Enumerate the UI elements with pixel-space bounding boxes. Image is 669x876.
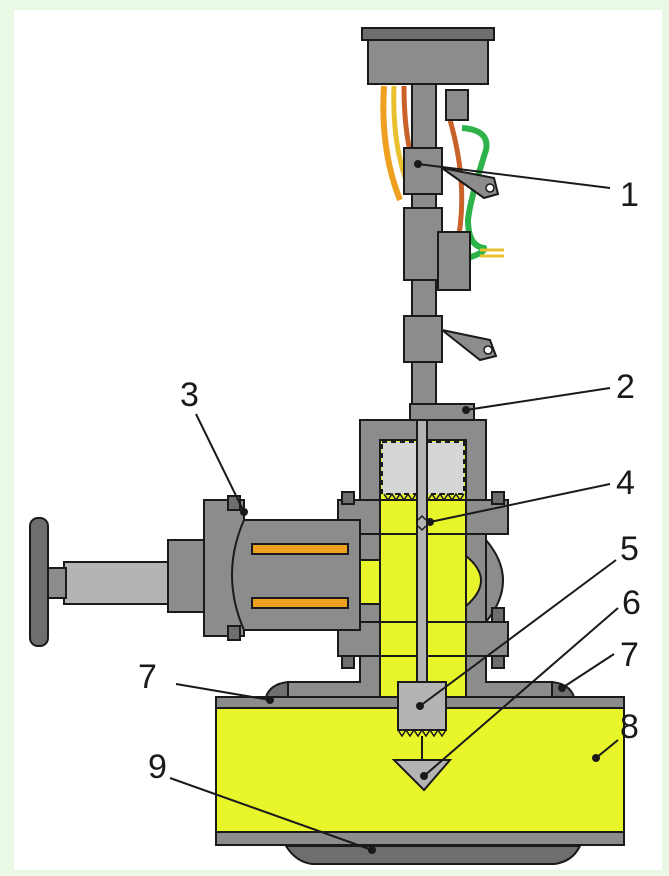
leader-dot — [368, 846, 376, 854]
valve-body-right-bulge — [485, 537, 504, 625]
callout-label-6: 6 — [622, 584, 641, 622]
wire-orange — [380, 85, 403, 202]
flange-bolt — [491, 491, 505, 505]
callout-label-7-left: 7 — [138, 658, 157, 696]
callout-label-8: 8 — [620, 708, 639, 746]
leader-dot — [462, 406, 470, 414]
leader-lines — [169, 160, 619, 854]
callout-label-4: 4 — [616, 464, 635, 502]
leader-8 — [595, 739, 619, 759]
side-rod-upper — [251, 543, 349, 555]
actuator-tube — [445, 89, 469, 121]
leader-4 — [429, 483, 611, 523]
leader-6 — [423, 607, 619, 777]
side-rod-lower — [251, 597, 349, 609]
flange-bolt — [491, 655, 505, 669]
upper-bracket-pin — [485, 183, 495, 193]
leader-7a — [175, 683, 271, 701]
flange-bolt — [341, 491, 355, 505]
leader-5 — [419, 559, 617, 707]
lower-bracket — [441, 329, 498, 362]
actuator-side-block — [437, 231, 471, 291]
side-valve-body — [231, 519, 361, 631]
bottom-weld-bead — [284, 845, 582, 865]
side-gland — [167, 539, 205, 613]
leader-9 — [169, 777, 373, 851]
flange-bolt — [341, 655, 355, 669]
plug-teeth — [397, 728, 447, 738]
flange-bolt — [491, 607, 505, 623]
callout-label-9: 9 — [148, 748, 167, 786]
leader-dot — [416, 702, 424, 710]
leader-dot — [266, 696, 274, 704]
actuator-cap-band — [361, 27, 495, 41]
leader-dot — [558, 684, 566, 692]
upper-bracket — [441, 167, 500, 200]
callout-label-3: 3 — [180, 376, 199, 414]
leader-dot — [426, 518, 434, 526]
leader-dot — [240, 508, 248, 516]
callout-label-1: 1 — [620, 176, 639, 214]
lower-bracket-pin — [483, 345, 493, 355]
callout-label-2: 2 — [616, 368, 635, 406]
leader-dot — [592, 754, 600, 762]
stem-arrow-marker — [417, 514, 427, 532]
callout-label-5: 5 — [620, 530, 639, 568]
callout-labels: 1 2 3 4 5 6 7 7 8 9 — [138, 176, 641, 786]
leader-1 — [417, 163, 611, 189]
actuator-assembly — [361, 27, 504, 405]
leader-7b — [561, 653, 615, 689]
valve-stem — [416, 419, 428, 683]
actuator-block-1 — [403, 147, 443, 195]
actuator-block-2 — [403, 207, 443, 281]
valve-body — [287, 403, 553, 792]
leader-3 — [195, 413, 245, 513]
handwheel — [29, 517, 49, 647]
right-bulge-fluid — [465, 553, 482, 609]
side-flange-bolt — [227, 625, 241, 641]
side-valve-stem — [63, 561, 169, 605]
leader-2 — [465, 387, 611, 411]
leader-dot — [414, 160, 422, 168]
pipe-bottom-wall — [215, 831, 625, 846]
wire-yellow-end — [480, 248, 504, 258]
handwheel-hub — [47, 567, 67, 599]
wire-copper-2 — [447, 119, 465, 251]
side-valve-assembly — [29, 495, 361, 647]
callout-label-7-right: 7 — [620, 636, 639, 674]
leader-dot — [420, 772, 428, 780]
left-weld-bead — [264, 680, 289, 698]
top-cap-plate — [409, 403, 475, 421]
actuator-cap — [367, 37, 489, 85]
actuator-block-3 — [403, 315, 443, 363]
